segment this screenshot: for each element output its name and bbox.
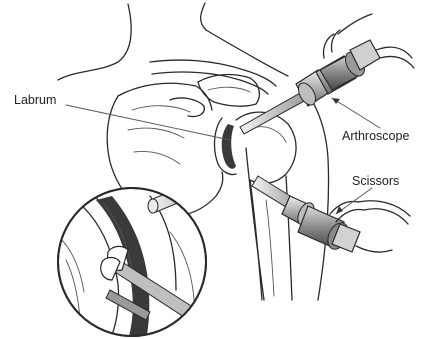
arthroscope-label: Arthroscope	[342, 129, 409, 143]
arthroscope-leader-line	[332, 98, 380, 128]
labrum-leader-line	[66, 105, 230, 140]
labrum-label: Labrum	[14, 93, 56, 107]
arthroscope-instrument	[240, 14, 414, 134]
labrum-tissue	[222, 124, 236, 169]
magnified-inset	[58, 176, 214, 339]
scissors-label: Scissors	[352, 174, 399, 188]
